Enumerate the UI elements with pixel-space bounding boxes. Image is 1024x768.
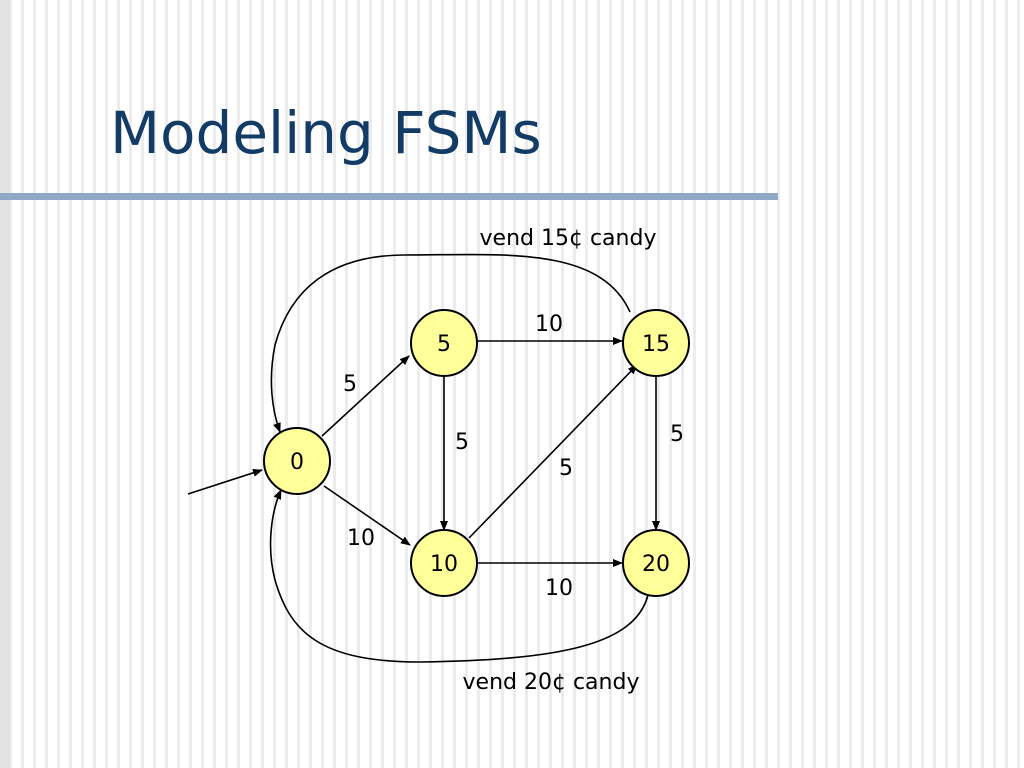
edge-20-to-0 (269, 489, 649, 663)
edge-15-to-0-label: vend 15¢ candy (480, 226, 657, 251)
state-0: 0 (263, 427, 331, 495)
edge-15-to-20-label: 5 (670, 422, 684, 447)
edge-10-to-20-label: 10 (545, 576, 573, 601)
edge-20-to-0-label: vend 20¢ candy (463, 670, 640, 695)
edge-0-to-5-label: 5 (343, 372, 357, 397)
edge-5-to-10-label: 5 (455, 430, 469, 455)
start-arrow (187, 468, 263, 495)
state-0-label: 0 (290, 450, 304, 475)
edge-10-to-15 (468, 364, 638, 539)
edge-10-to-15-label: 5 (559, 456, 573, 481)
slide-title: Modeling FSMs (110, 99, 542, 167)
state-15: 15 (622, 309, 690, 377)
state-20-label: 20 (642, 552, 670, 577)
state-10-label: 10 (430, 552, 458, 577)
edge-0-to-5 (321, 355, 410, 437)
edge-15-to-0 (270, 253, 631, 433)
title-divider (0, 193, 778, 200)
edge-0-to-10 (323, 485, 411, 546)
edge-0-to-10-label: 10 (347, 526, 375, 551)
state-5: 5 (410, 309, 478, 377)
state-5-label: 5 (437, 332, 451, 357)
state-10: 10 (410, 529, 478, 597)
edge-5-to-15-label: 10 (535, 312, 563, 337)
state-20: 20 (622, 529, 690, 597)
state-15-label: 15 (642, 332, 670, 357)
